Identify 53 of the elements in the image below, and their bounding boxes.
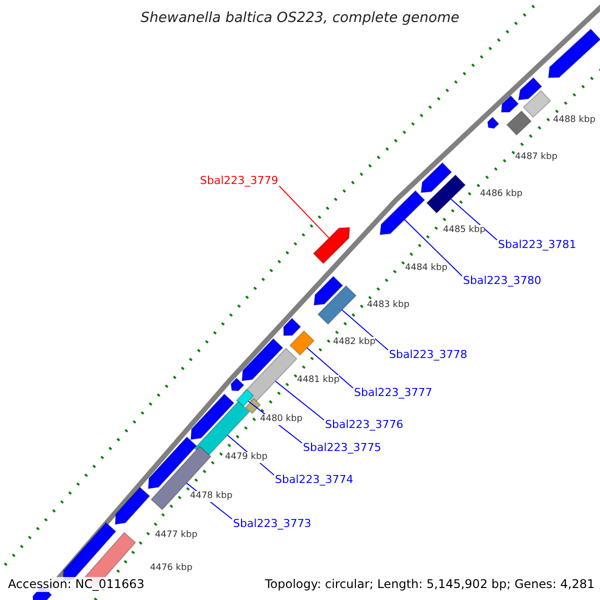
scale-label: 4480 kbp (260, 414, 302, 425)
gene-label: Sbal223_3776 (325, 418, 404, 431)
gene-feature (114, 486, 150, 525)
gene-feature (314, 276, 344, 306)
scale-label: 4485 kbp (443, 225, 486, 236)
gene-feature (230, 378, 244, 392)
gene-label: Sbal223_3781 (498, 238, 576, 251)
gene-feature (500, 95, 520, 113)
gene-feature (518, 77, 542, 100)
leader-line (306, 347, 354, 388)
gene-block (506, 110, 532, 136)
gene-block (244, 398, 262, 414)
gene-block (317, 285, 357, 325)
gene-label: Sbal223_3777 (354, 386, 432, 399)
scale-label: 4483 kbp (367, 300, 410, 311)
leader-line (342, 309, 388, 350)
gene-block (150, 446, 212, 510)
gene-feature (148, 436, 198, 490)
gene-label: Sbal223_3774 (275, 473, 354, 486)
gene-feature (379, 190, 426, 236)
gene-label: Sbal223_3780 (463, 274, 542, 287)
genome-summary: Topology: circular; Length: 5,145,902 bp; Genes: 4,281 (265, 577, 595, 592)
gene-feature (241, 338, 284, 382)
gene-feature (312, 226, 350, 264)
gene-feature (283, 318, 302, 336)
gene-block (289, 330, 315, 356)
scale-label: 4482 kbp (333, 337, 376, 348)
gene-feature (420, 162, 452, 194)
leader-line (274, 380, 324, 420)
scale-label: 4488 kbp (553, 115, 596, 126)
gene-feature (548, 28, 600, 78)
scale-label: 4477 kbp (155, 530, 198, 541)
gene-label: Sbal223_3775 (303, 441, 382, 454)
leader-line (404, 219, 462, 276)
title: Shewanella baltica OS223, complete genome (140, 10, 460, 27)
gene-feature (487, 116, 500, 129)
leader-line (278, 186, 330, 239)
gene-feature (190, 393, 235, 440)
gene-label: Sbal223_3779 (200, 174, 278, 187)
scale-label: 4486 kbp (480, 189, 522, 200)
scale-label: 4479 kbp (225, 452, 268, 463)
scale-label: 4476 kbp (150, 563, 192, 574)
gene-label: Sbal223_3773 (233, 517, 312, 530)
leader-line (450, 198, 498, 240)
scale-label: 4478 kbp (190, 491, 232, 502)
scale-label: 4487 kbp (515, 152, 558, 163)
gene-label: Sbal223_3778 (389, 348, 468, 361)
gene-block (236, 388, 254, 408)
scale-label: 4484 kbp (405, 263, 448, 274)
accession-note: Accession: NC_011663 (8, 577, 144, 592)
gene-block (522, 90, 552, 118)
scale-label: 4481 kbp (297, 375, 340, 386)
gene-block (426, 174, 466, 214)
